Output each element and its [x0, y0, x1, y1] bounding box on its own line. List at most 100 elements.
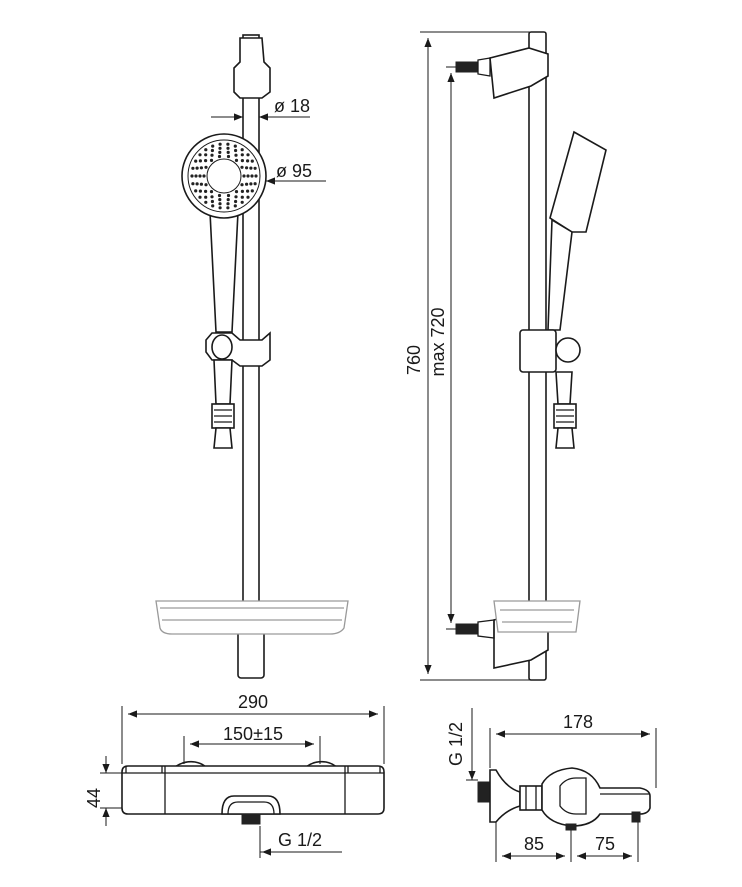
nozzle-dot	[204, 148, 208, 152]
front-hose-lower	[213, 427, 233, 449]
nozzle-dot	[246, 159, 250, 163]
nozzle-dot	[218, 146, 222, 150]
nozzle-dot	[218, 142, 222, 146]
front-slider-knob	[211, 334, 233, 360]
nozzle-dot	[249, 182, 253, 186]
nozzle-dot	[211, 144, 215, 148]
side-hose-upper	[555, 371, 573, 405]
nozzle-dot	[204, 165, 208, 169]
dim-center-distance: 150±15	[183, 724, 321, 764]
side-hand-shower	[549, 130, 607, 233]
nozzle-dot	[226, 154, 231, 159]
nozzle-dot	[204, 183, 208, 187]
nozzle-dot	[226, 142, 230, 146]
nozzle-dot	[218, 150, 222, 154]
nozzle-dot	[198, 159, 202, 163]
front-shower-nozzles	[190, 142, 258, 210]
nozzle-dot	[194, 189, 198, 193]
nozzle-dot	[234, 158, 239, 162]
side-handle	[547, 218, 573, 331]
side-slider	[519, 329, 557, 373]
mixer-side-view	[477, 767, 651, 831]
nozzle-dot	[198, 189, 202, 193]
nozzle-dot	[240, 165, 244, 169]
dim-mixer-width: 290	[121, 692, 385, 764]
nozzle-dot	[240, 148, 244, 152]
nozzle-dot	[226, 202, 230, 206]
nozzle-dot	[250, 189, 254, 193]
dim-max-height: max 720	[428, 66, 456, 630]
dim-side-depth-parts: 85 75	[495, 822, 639, 862]
rail-diameter-label: ø 18	[274, 96, 310, 116]
nozzle-dot	[218, 198, 222, 202]
mixer-side-inlet-thread	[477, 781, 491, 803]
nozzle-dot	[240, 195, 244, 199]
inlet-thread-label: G 1/2	[446, 722, 466, 766]
nozzle-dot	[210, 148, 214, 153]
dim-outlet-thread: G 1/2	[259, 826, 342, 858]
mixer-height-label: 44	[84, 788, 104, 808]
nozzle-dot	[218, 206, 222, 210]
side-hose-lower	[555, 427, 575, 449]
side-view-rail	[455, 31, 607, 681]
nozzle-dot	[234, 153, 238, 157]
nozzle-dot	[195, 182, 199, 186]
nozzle-dot	[218, 202, 222, 206]
nozzle-dot	[242, 174, 246, 178]
mixer-front-view	[121, 760, 385, 825]
mixer-side-connector	[519, 785, 543, 811]
front-handle	[209, 211, 239, 333]
nozzle-dot	[210, 195, 214, 199]
nozzle-dot	[195, 166, 199, 170]
dim-head-diameter: ø 95	[266, 161, 326, 185]
front-hose-upper	[213, 359, 233, 405]
nozzle-dot	[250, 174, 254, 178]
nozzle-dot	[246, 174, 250, 178]
dim-side-depth: 178	[489, 712, 657, 788]
nozzle-dot	[249, 166, 253, 170]
mixer-outlet-thread	[241, 813, 261, 825]
nozzle-dot	[233, 204, 237, 208]
front-soap-basket	[155, 600, 349, 635]
nozzle-dot	[240, 183, 244, 187]
nozzle-dot	[234, 199, 238, 204]
front-view-rail	[155, 34, 349, 679]
nozzle-dot	[240, 159, 244, 163]
dim-mixer-height: 44	[84, 756, 122, 826]
front-top-bracket	[233, 37, 271, 99]
nozzle-dot	[198, 195, 202, 199]
nozzle-dot	[194, 159, 198, 163]
dim-inlet-thread: G 1/2	[446, 708, 478, 781]
nozzle-dot	[217, 154, 222, 159]
mixer-side-wall-flange	[489, 769, 521, 823]
nozzle-dot	[234, 195, 238, 199]
nozzle-dot	[233, 144, 237, 148]
side-slider-knob	[555, 337, 581, 363]
side-depth-label: 178	[563, 712, 593, 732]
nozzle-dot	[226, 193, 231, 198]
side-bottom-screw	[455, 623, 479, 635]
side-soap-basket	[493, 600, 581, 633]
nozzle-dot	[246, 195, 250, 199]
front-shower-head	[181, 133, 267, 219]
nozzle-dot	[246, 153, 250, 157]
outlet-thread-label: G 1/2	[278, 830, 322, 850]
center-distance-label: 150±15	[223, 724, 283, 744]
nozzle-dot	[191, 182, 195, 186]
nozzle-dot	[240, 189, 244, 193]
nozzle-dot	[198, 153, 202, 157]
mixer-side-spout-tip	[631, 811, 641, 823]
nozzle-dot	[240, 153, 244, 157]
nozzle-dot	[226, 198, 230, 202]
nozzle-dot	[211, 204, 215, 208]
nozzle-dot	[198, 174, 202, 178]
nozzle-dot	[199, 182, 203, 186]
mixer-body	[121, 765, 385, 815]
nozzle-dot	[246, 189, 250, 193]
nozzle-dot	[191, 166, 195, 170]
side-top-screw	[455, 61, 479, 73]
dim-rail-diameter: ø 18	[211, 96, 310, 121]
nozzle-dot	[253, 182, 257, 186]
head-diameter-label: ø 95	[276, 161, 312, 181]
